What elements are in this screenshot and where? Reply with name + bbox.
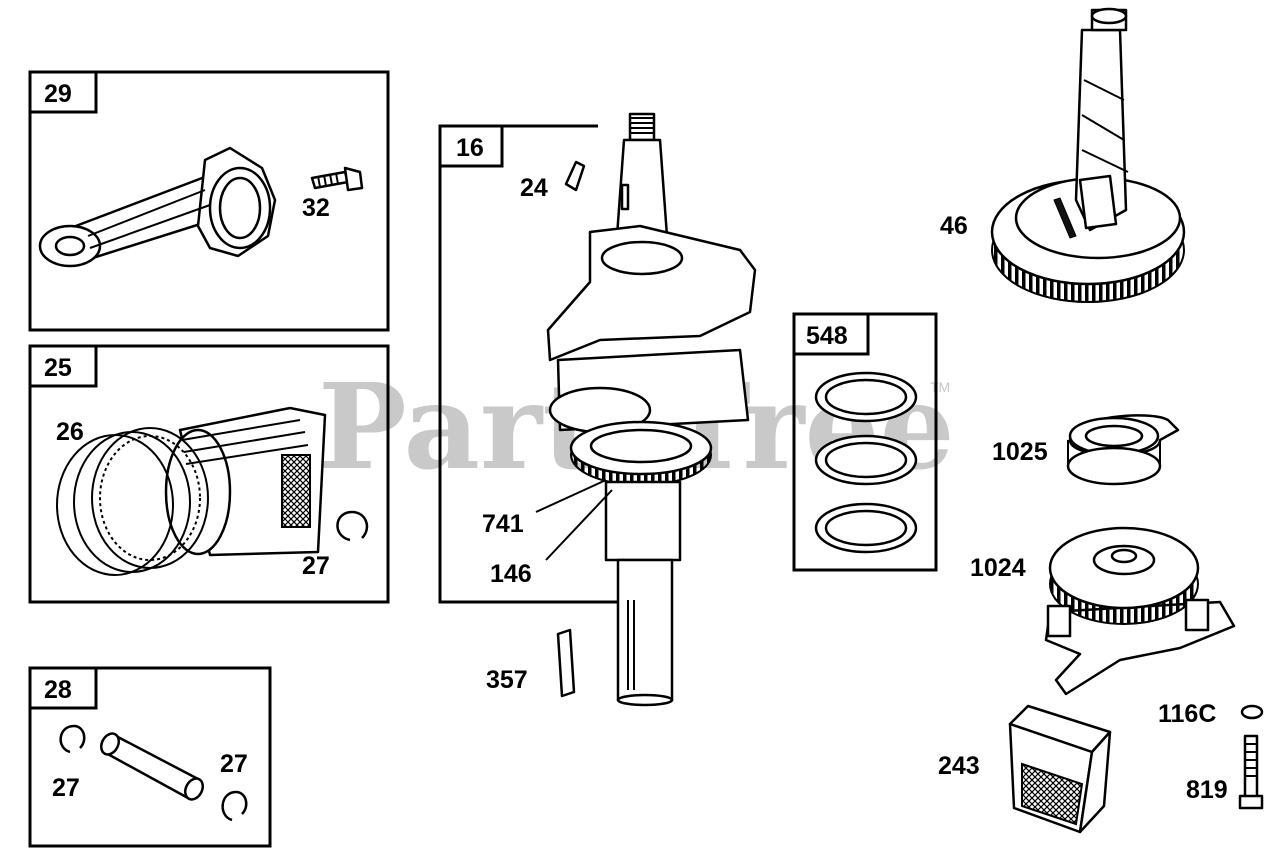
callout-243: 243 — [938, 752, 980, 780]
callout-1025: 1025 — [992, 438, 1048, 466]
group-25-tag — [28, 344, 98, 388]
connecting-rod-part[interactable] — [38, 146, 277, 268]
o-ring-set-part[interactable] — [814, 371, 918, 554]
pin-clip-left-icon[interactable] — [59, 724, 86, 754]
bushing-1025[interactable]: 1025 — [992, 414, 1180, 486]
group-28-number: 28 — [44, 676, 72, 704]
piston-part[interactable] — [164, 406, 327, 557]
group-28-frame — [28, 666, 272, 848]
group-16-frame — [438, 124, 618, 604]
camshaft-part[interactable] — [990, 7, 1186, 303]
callout-27-piston: 27 — [302, 552, 330, 580]
callout-116C: 116C — [1158, 700, 1216, 728]
callout-32: 32 — [302, 194, 330, 222]
group-16-tag — [438, 124, 504, 168]
retaining-clip-icon[interactable] — [336, 510, 369, 542]
piston-pin-part[interactable] — [98, 731, 206, 803]
callout-46: 46 — [940, 212, 968, 240]
group-28[interactable]: 28 27 27 — [28, 666, 272, 848]
leader-146 — [545, 489, 613, 561]
callout-24: 24 — [520, 174, 548, 202]
rod-bolt-part[interactable] — [310, 166, 364, 192]
group-548[interactable]: 548 — [792, 312, 938, 572]
group-29-frame — [28, 70, 390, 332]
callout-819: 819 — [1186, 776, 1228, 804]
washer-part[interactable] — [1240, 704, 1264, 720]
oil-screen-part[interactable] — [1008, 704, 1112, 834]
crank-key-part[interactable] — [556, 628, 576, 698]
callout-357: 357 — [486, 666, 528, 694]
key-357[interactable]: 357 — [486, 628, 576, 698]
governor-gear-part[interactable] — [1044, 526, 1236, 696]
group-29-number: 29 — [44, 80, 72, 108]
group-28-tag — [28, 666, 98, 710]
governor-1024[interactable]: 1024 — [970, 526, 1236, 696]
bushing-part[interactable] — [1066, 414, 1180, 486]
screen-243[interactable]: 243 — [938, 704, 1112, 834]
callout-1024: 1024 — [970, 554, 1026, 582]
group-25-number: 25 — [44, 354, 72, 382]
crankshaft-part[interactable] — [546, 112, 757, 707]
leader-741 — [535, 479, 607, 513]
callout-741: 741 — [482, 510, 524, 538]
watermark-trademark: TM — [930, 379, 950, 395]
piston-rings-part[interactable] — [56, 427, 209, 576]
camshaft-46[interactable]: 46 — [940, 7, 1186, 303]
group-29[interactable]: 29 32 — [28, 70, 390, 332]
callout-27-pin-right: 27 — [220, 750, 248, 778]
group-29-tag — [28, 70, 98, 114]
callout-26: 26 — [56, 418, 84, 446]
group-25[interactable]: 25 26 27 — [28, 344, 390, 604]
woodruff-key-part[interactable] — [564, 160, 586, 192]
bolt-part[interactable] — [1238, 734, 1264, 810]
group-16[interactable]: 16 24 — [438, 112, 757, 707]
callout-146: 146 — [490, 560, 532, 588]
pin-clip-right-icon[interactable] — [221, 790, 248, 822]
hardware-116c-819[interactable]: 116C 819 — [1158, 700, 1264, 810]
group-548-number: 548 — [806, 322, 848, 350]
callout-27-pin-left: 27 — [52, 774, 80, 802]
group-25-frame — [28, 344, 390, 604]
group-548-tag — [792, 312, 870, 356]
group-16-number: 16 — [456, 134, 484, 162]
